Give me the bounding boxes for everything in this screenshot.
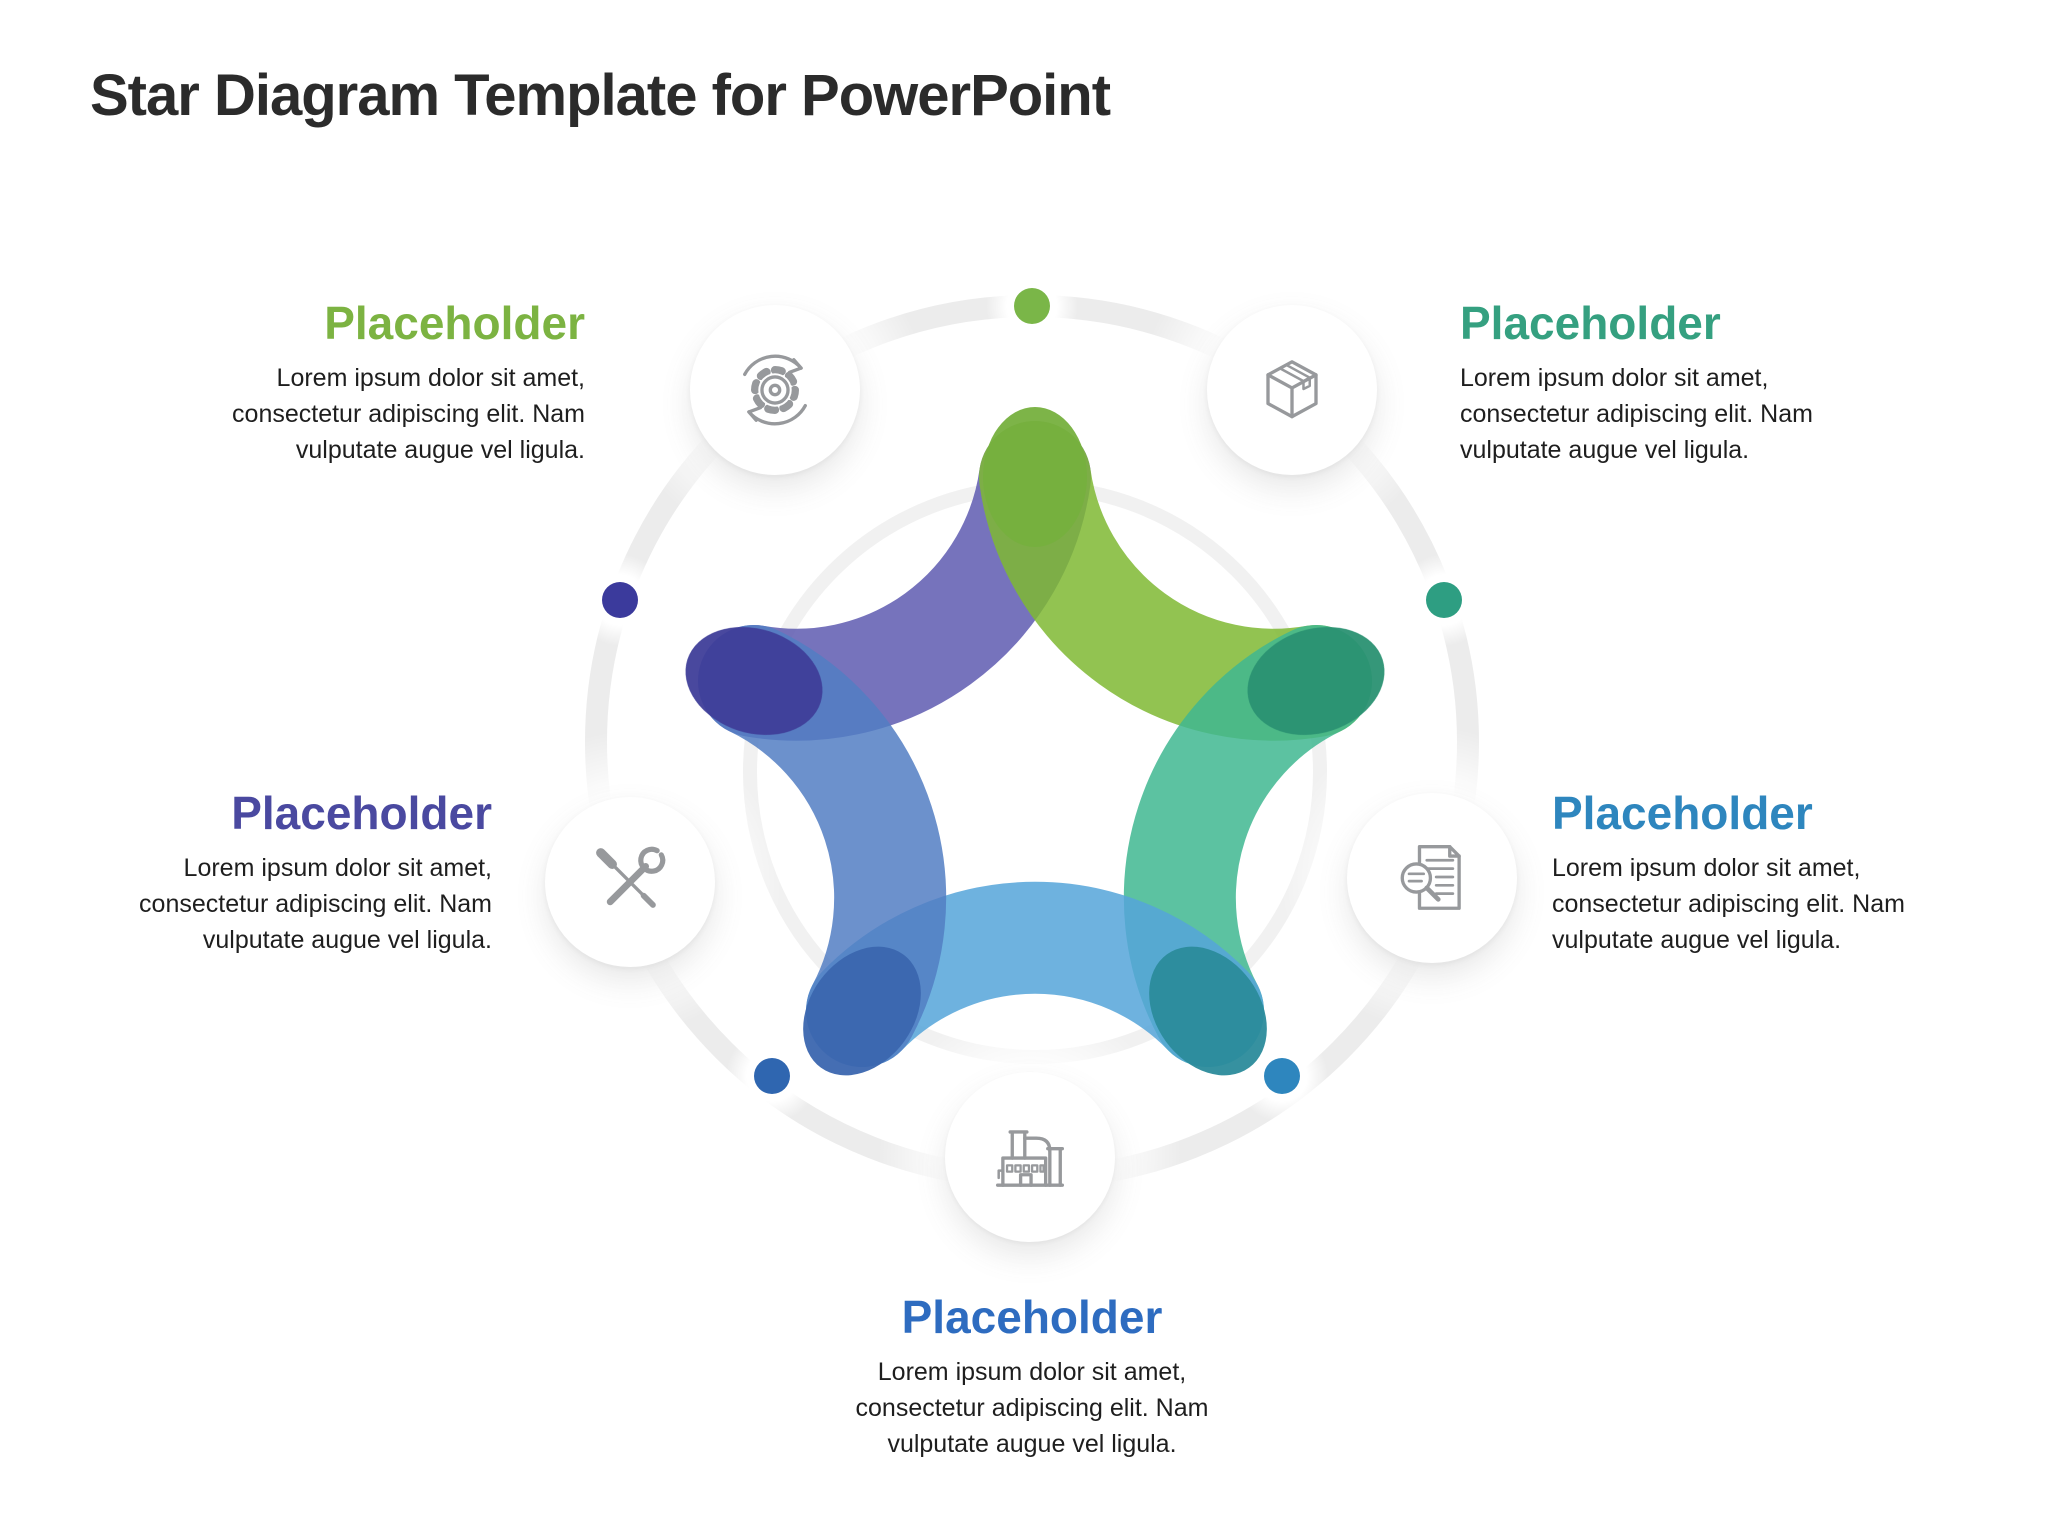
dot-right-lower [1264, 1058, 1300, 1094]
tip-blob-upper-right [1247, 627, 1385, 735]
dot-right-upper [1426, 582, 1462, 618]
ring-dots [602, 288, 1462, 1094]
tip-blob-lower-left [803, 946, 921, 1076]
process-sync-gear-icon [743, 354, 807, 426]
node-audit [1347, 793, 1517, 963]
placeholder-heading: Placeholder [324, 297, 585, 349]
placeholder-block-top-left: Placeholder Lorem ipsum dolor sit amet, … [145, 297, 585, 468]
node-package [1207, 305, 1377, 475]
package-box-icon [1266, 360, 1318, 419]
placeholder-body: Lorem ipsum dolor sit amet, consectetur … [1460, 363, 1813, 465]
placeholder-heading: Placeholder [1552, 787, 1813, 839]
tools-icon [596, 846, 666, 908]
dot-left [602, 582, 638, 618]
document-search-icon [1400, 845, 1461, 910]
dot-left-lower [754, 1058, 790, 1094]
node-factory [945, 1072, 1115, 1242]
placeholder-heading: Placeholder [1460, 297, 1721, 349]
placeholder-block-middle-right: Placeholder Lorem ipsum dolor sit amet, … [1552, 787, 1992, 958]
node-tools [545, 797, 715, 967]
tip-blob-top [983, 407, 1087, 547]
placeholder-body: Lorem ipsum dolor sit amet, consectetur … [1552, 853, 1905, 955]
page-title: Star Diagram Template for PowerPoint [90, 63, 1111, 128]
placeholder-block-bottom: Placeholder Lorem ipsum dolor sit amet, … [812, 1291, 1252, 1462]
factory-icon [995, 1130, 1065, 1187]
placeholder-body: Lorem ipsum dolor sit amet, consectetur … [139, 853, 492, 955]
tip-blob-left [685, 627, 823, 735]
placeholder-body: Lorem ipsum dolor sit amet, consectetur … [855, 1357, 1209, 1459]
placeholder-block-middle-left: Placeholder Lorem ipsum dolor sit amet, … [52, 787, 492, 958]
placeholder-body: Lorem ipsum dolor sit amet, consectetur … [232, 363, 585, 465]
tip-blob-lower-right [1149, 946, 1267, 1076]
dot-top [1014, 288, 1050, 324]
placeholder-heading: Placeholder [901, 1291, 1163, 1343]
placeholder-block-top-right: Placeholder Lorem ipsum dolor sit amet, … [1460, 297, 1900, 468]
placeholder-heading: Placeholder [231, 787, 492, 839]
star-tip-overlaps [685, 407, 1385, 1076]
node-process [690, 305, 860, 475]
